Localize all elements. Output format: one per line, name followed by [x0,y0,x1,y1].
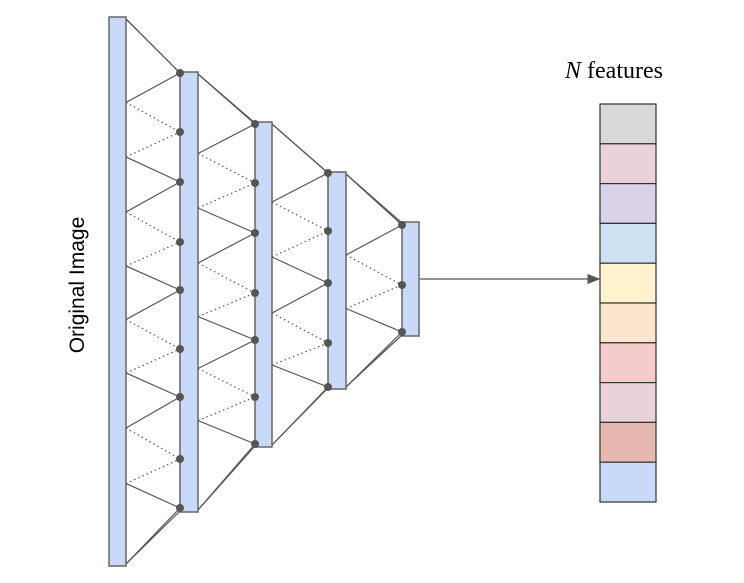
connection-line [125,289,181,321]
connection-line [125,396,181,429]
node-dot [251,289,259,297]
features-title: N features [565,58,663,85]
connection-line [197,262,256,294]
node-dot [398,328,406,336]
connection-line [271,342,329,366]
connection-line [197,182,256,209]
connection-line [125,181,181,213]
node-dot [324,227,332,235]
node-dot [324,169,332,177]
connection-line [271,230,329,258]
connection-line [125,372,181,398]
connection-line [345,173,403,224]
feature-cell [599,382,657,424]
feature-cell [599,302,657,344]
node-dot [176,455,184,463]
connection-line [197,367,256,398]
features-count-symbol: N [565,58,582,84]
node-dot [398,281,406,289]
connection-line [345,334,403,388]
original-image-label: Original Image [66,216,89,354]
node-dot [251,336,259,344]
node-dot [398,221,406,229]
node-dot [176,504,184,512]
connection-line [197,396,256,422]
connection-line [271,172,329,203]
connection-line [125,318,181,350]
connection-line [197,232,256,264]
connection-line [197,445,256,511]
connection-line [125,131,181,158]
connection-line [197,207,256,234]
node-dot [251,393,259,401]
connection-line [125,72,181,104]
feature-cell [599,183,657,225]
node-dot [251,179,259,187]
node-dot [176,178,184,186]
connection-line [197,123,256,155]
connection-line [197,73,256,124]
connection-line [271,387,329,446]
connection-line [197,152,256,184]
connection-line [125,427,181,460]
node-dot [176,393,184,401]
connection-line [197,419,256,445]
connection-line [125,265,181,291]
connection-line [125,348,181,374]
layer-4-column [401,221,420,337]
feature-cell [599,103,657,145]
node-dot [324,279,332,287]
features-title-text: features [581,58,663,84]
connection-line [125,510,181,565]
connection-line [125,482,181,509]
feature-cell [599,143,657,185]
node-dot [176,128,184,136]
node-dot [251,229,259,237]
feature-cell [599,342,657,384]
connection-line [271,123,329,174]
connection-line [271,282,329,314]
connection-line [197,292,256,318]
feature-cell [599,461,657,503]
node-dot [176,286,184,294]
connection-line [125,211,181,243]
feature-cell [599,222,657,264]
layer-2-column [254,121,273,448]
node-dot [324,383,332,391]
node-dot [251,440,259,448]
connection-line [345,307,403,333]
node-dot [176,345,184,353]
connection-line [345,254,403,286]
node-dot [176,69,184,77]
connection-line [197,339,256,370]
connection-line [197,315,256,341]
connection-line [125,156,181,183]
node-dot [324,339,332,347]
connection-line [125,458,181,485]
connection-line [271,256,329,284]
node-dot [176,238,184,246]
connection-line [125,101,181,133]
connection-line [271,201,329,232]
connection-line [345,224,403,256]
connection-line [125,18,181,74]
connection-line [125,241,181,267]
feature-cell [599,262,657,304]
node-dot [251,120,259,128]
input-column [108,16,127,567]
connection-line [271,364,329,388]
connection-line [345,284,403,310]
connection-line [271,312,329,344]
feature-cell [599,421,657,463]
